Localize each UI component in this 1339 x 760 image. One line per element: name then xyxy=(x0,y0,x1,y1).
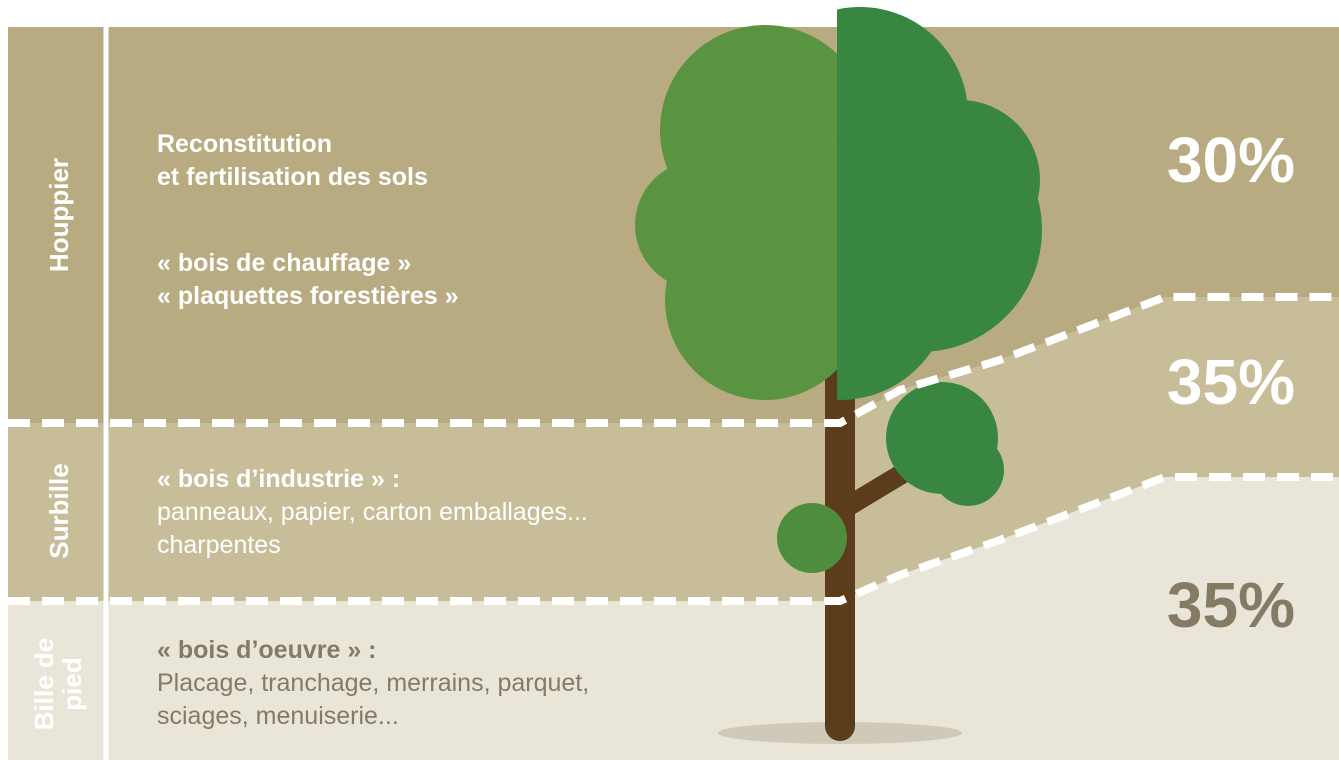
houppier-product-1: « bois de chauffage » xyxy=(157,249,412,277)
separator-surbille-bille xyxy=(8,473,1339,605)
surbille-percent: 35% xyxy=(1166,346,1295,418)
main-canopy xyxy=(635,7,1042,400)
separator-houppier-surbille xyxy=(8,293,1339,427)
surbille-title: « bois d’industrie » : xyxy=(157,465,401,493)
bille-line-2: sciages, menuiserie... xyxy=(157,702,399,730)
houppier-products: « bois de chauffage » « plaquettes fores… xyxy=(157,247,459,313)
surbille-line-2: charpentes xyxy=(157,531,281,559)
bille-percent: 35% xyxy=(1166,569,1295,641)
surbille-line-1: panneaux, papier, carton emballages... xyxy=(157,498,588,526)
houppier-product-2: « plaquettes forestières » xyxy=(157,282,459,310)
bille-zone xyxy=(8,477,1339,760)
bille-line-1: Placage, tranchage, merrains, parquet, xyxy=(157,669,590,697)
houppier-percent: 30% xyxy=(1166,124,1295,196)
bille-description: « bois d’oeuvre » : Placage, tranchage, … xyxy=(157,634,589,733)
surbille-description: « bois d’industrie » : panneaux, papier,… xyxy=(157,463,588,562)
bille-de-pied-label: Bille de pied xyxy=(29,637,87,731)
left-foliage xyxy=(777,503,847,573)
houppier-line-1: Reconstitution xyxy=(157,130,332,158)
right-foliage xyxy=(886,382,1004,506)
houppier-line-2: et fertilisation des sols xyxy=(157,163,428,191)
surbille-label: Surbille xyxy=(44,463,74,559)
surbille-zone xyxy=(8,297,1339,601)
houppier-description: Reconstitution et fertilisation des sols xyxy=(157,128,428,194)
bille-title: « bois d’oeuvre » : xyxy=(157,636,377,664)
houppier-label: Houppier xyxy=(44,157,74,273)
